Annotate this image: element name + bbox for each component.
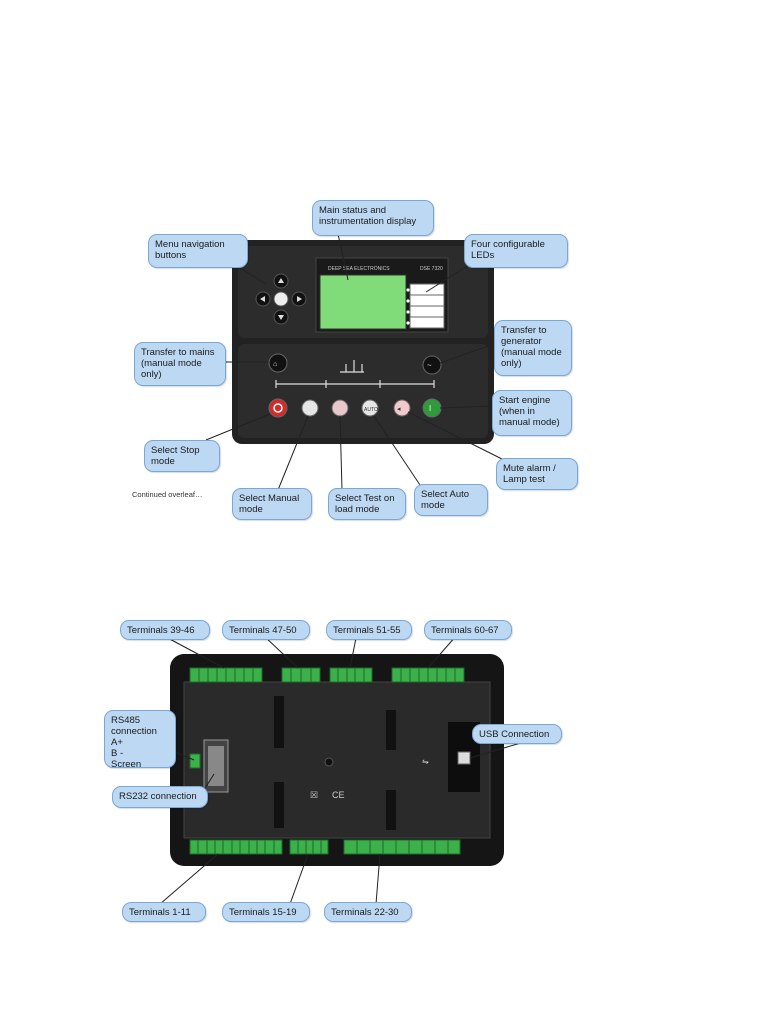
callout-terminals-39-46: Terminals 39-46 [120, 620, 210, 640]
up-arrow-icon [278, 278, 284, 283]
continued-note: Continued overleaf… [132, 490, 203, 499]
terminal-block-51-55 [329, 667, 373, 683]
callout-manual-mode: Select Manual mode [232, 488, 312, 520]
callout-mute-alarm: Mute alarm / Lamp test [496, 458, 578, 490]
ce-mark-icon: CE [332, 790, 345, 800]
left-arrow-icon [260, 296, 265, 302]
auto-icon: AUTO [364, 407, 378, 413]
start-icon: I [429, 404, 431, 413]
led-4 [406, 321, 410, 325]
test-button[interactable] [331, 399, 349, 417]
nav-buttons [255, 273, 307, 325]
rear-pointers [159, 635, 525, 905]
stop-button[interactable] [268, 398, 288, 418]
mains-icon: ⌂ [273, 361, 277, 368]
callout-terminals-51-55: Terminals 51-55 [326, 620, 412, 640]
callout-start-engine: Start engine (when in manual mode) [492, 390, 572, 436]
nav-enter-button[interactable] [273, 291, 289, 307]
auto-button[interactable] [361, 399, 379, 417]
callout-terminals-60-67: Terminals 60-67 [424, 620, 512, 640]
clip-slot-right-bottom [386, 790, 396, 830]
led-1 [406, 288, 410, 292]
led-2 [406, 299, 410, 303]
callout-main-display: Main status and instrumentation display [312, 200, 434, 236]
led-panel [406, 283, 445, 329]
weee-icon: ☒ [310, 790, 318, 800]
stop-icon [273, 403, 283, 413]
down-arrow-icon [278, 315, 284, 320]
transfer-generator-button[interactable] [422, 355, 442, 375]
top-terminals [189, 667, 465, 683]
callout-terminals-1-11: Terminals 1-11 [122, 902, 206, 922]
callout-rs485: RS485 connection A+ B - Screen [104, 710, 176, 770]
callout-terminals-15-19: Terminals 15-19 [222, 902, 310, 922]
callout-rs232: RS232 connection [112, 786, 208, 808]
generator-icon: ~ [427, 361, 432, 370]
rs485-terminal [189, 753, 201, 769]
clip-slot-right-top [386, 710, 396, 750]
center-screw [324, 757, 334, 767]
front-panel-figure: DEEP SEA ELECTRONICS DSE 7320 ⌂ ~ [118, 192, 590, 532]
front-pointers [205, 233, 505, 491]
rs232-connector [208, 746, 224, 786]
callout-transfer-gen: Transfer to generator (manual mode only) [494, 320, 572, 376]
manual-button[interactable] [301, 399, 319, 417]
terminal-block-22-30 [343, 839, 461, 855]
callout-terminals-22-30: Terminals 22-30 [324, 902, 412, 922]
right-arrow-icon [297, 296, 302, 302]
usb-port[interactable] [457, 751, 471, 765]
terminal-block-15-19 [289, 839, 329, 855]
start-button[interactable] [422, 398, 442, 418]
clip-slot-left-top [274, 696, 284, 748]
horn-icon: ◂ [397, 406, 401, 413]
callout-usb: USB Connection [472, 724, 562, 744]
callout-transfer-mains: Transfer to mains (manual mode only) [134, 342, 226, 386]
rear-panel-figure: ☒ CE ⇋ Terminals 39-46 Terminals 47-50 T… [104, 612, 582, 932]
callout-test-mode: Select Test on load mode [328, 488, 406, 520]
bottom-terminals [189, 839, 461, 855]
transfer-mains-button[interactable] [268, 353, 288, 373]
model-label: DSE 7320 [420, 266, 443, 272]
callout-leds: Four configurable LEDs [464, 234, 568, 268]
led-3 [406, 310, 410, 314]
callout-terminals-47-50: Terminals 47-50 [222, 620, 310, 640]
terminal-block-1-11 [189, 839, 283, 855]
callout-stop-mode: Select Stop mode [144, 440, 220, 472]
usb-icon: ⇋ [422, 757, 429, 766]
front-panel-svg: DEEP SEA ELECTRONICS DSE 7320 ⌂ ~ [205, 233, 505, 491]
lcd-screen [319, 274, 407, 330]
rear-panel-svg: ☒ CE ⇋ [159, 635, 525, 905]
brand-label: DEEP SEA ELECTRONICS [328, 266, 390, 272]
mimic-diagram [275, 360, 435, 388]
clip-slot-left-bottom [274, 782, 284, 828]
callout-auto-mode: Select Auto mode [414, 484, 488, 516]
mute-button[interactable] [393, 399, 411, 417]
rear-plate [183, 681, 491, 839]
callout-menu-nav: Menu navigation buttons [148, 234, 248, 268]
